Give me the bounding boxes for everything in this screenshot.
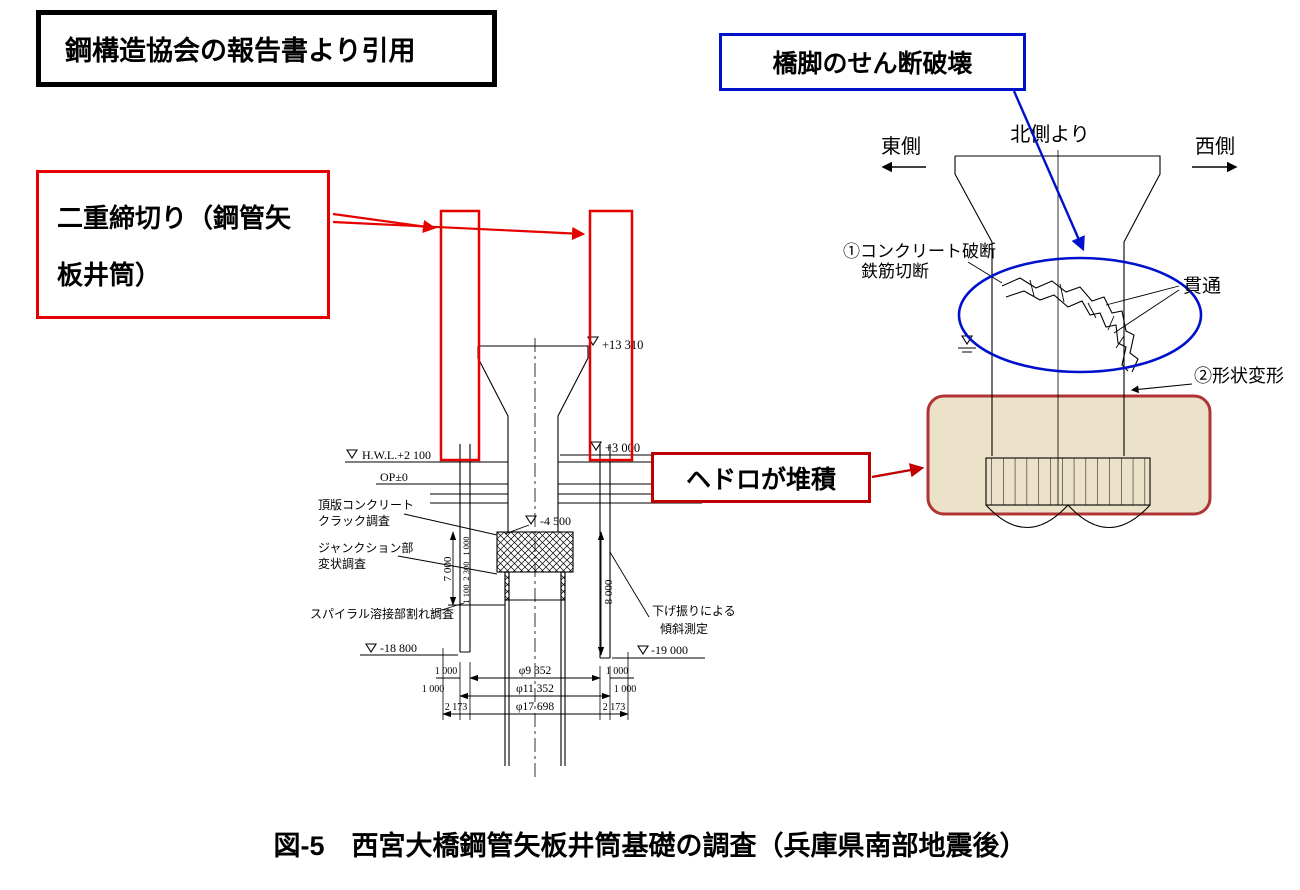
view-from-label: 北側より [1010, 123, 1090, 146]
crack-line-1 [1001, 277, 1139, 373]
dim-1000-l2: 1 000 [422, 684, 445, 695]
shear-failure-text: 橋脚のせん断破壊 [772, 50, 973, 78]
dim-1000-r2: 1 000 [614, 684, 637, 695]
deformation-arrow [1130, 383, 1193, 394]
leader-lines [397, 513, 650, 618]
sludge-arrow [871, 463, 925, 479]
top-slab-label-1: 頂版コンクリート [318, 498, 414, 512]
shape-deformation-label: ②形状変形 [1194, 366, 1284, 386]
dim-phi9352: φ9 352 [519, 665, 552, 677]
shear-failure-ellipse [957, 256, 1203, 374]
rebar-cut-label: 鉄筋切断 [861, 262, 929, 281]
elev-m18800-label: -18 800 [380, 641, 417, 655]
west-label: 西側 [1195, 135, 1235, 158]
dim-phi17698: φ17 698 [516, 701, 555, 713]
elevation-view-drawing: 北側より 東側 西側 ①コンクリート破断 鉄筋切断 貫通 ②形状変形 [843, 123, 1284, 528]
section-view-labels: +13 310 +3 000 H.W.L.+2 100 OP±0 -4 500 … [310, 338, 736, 713]
pier-elevation-outline [954, 155, 1161, 456]
figure-caption: 図-5 西宮大橋鋼管矢板井筒基礎の調査（兵庫県南部地震後） [273, 831, 1027, 861]
sludge-text: ヘドロが堆積 [685, 465, 836, 494]
shear-failure-callout: 橋脚のせん断破壊 [719, 33, 1026, 91]
through-crack-label: 貫通 [1183, 275, 1221, 297]
dim-1100-v: 1 100 [461, 584, 471, 603]
cofferdam-callout: 二重締切り（鋼管矢 板井筒） [36, 170, 330, 319]
dim-1000-r1: 1 000 [606, 666, 629, 677]
section-view-drawing [345, 336, 705, 780]
sheet-pile-left [459, 444, 471, 653]
dim-7000: 7 000 [442, 556, 454, 581]
cofferdam-highlight-right [588, 209, 634, 462]
op-label: OP±0 [380, 470, 408, 484]
crack-line-2 [1005, 290, 1129, 372]
spiral-weld-label: スパイラル溶接部割れ調査 [310, 606, 454, 621]
dim-phi11352: φ11 352 [516, 683, 554, 695]
source-note-box: 鋼構造協会の報告書より引用 [36, 10, 497, 87]
dim-1000-v: 1 000 [461, 536, 471, 555]
dim-8000: 8 000 [603, 579, 615, 604]
dim-2173-r: 2 173 [603, 702, 626, 713]
hwl-label: H.W.L.+2 100 [362, 448, 431, 462]
source-note-text: 鋼構造協会の報告書より引用 [65, 36, 416, 66]
east-label: 東側 [881, 135, 921, 158]
cofferdam-highlights [439, 209, 634, 462]
cofferdam-arrow-right [332, 220, 586, 241]
dim-2300-v: 2 300 [461, 561, 471, 580]
elev-m19000-label: -19 000 [651, 643, 688, 657]
elev-3000-label: +3 000 [605, 441, 640, 455]
dim-2173-l: 2 173 [445, 702, 468, 713]
elev-top-label: +13 310 [602, 338, 643, 352]
sludge-callout: ヘドロが堆積 [651, 452, 871, 503]
junction-label-1: ジャンクション部 [318, 540, 413, 555]
plumb-label-1: 下げ振りによる [652, 604, 736, 618]
top-slab-label-2: クラック調査 [318, 514, 390, 528]
plumb-label-2: 傾斜測定 [660, 621, 708, 636]
foundation-piles [985, 457, 1151, 506]
cofferdam-text-line1: 二重締切り（鋼管矢 [57, 202, 292, 233]
pier-outline [477, 345, 589, 532]
shear-failure-arrow [1012, 90, 1085, 252]
elev-m4500-label: -4 500 [540, 514, 571, 528]
junction-label-2: 変状調査 [318, 556, 366, 571]
sheet-pile-right [599, 444, 611, 659]
cofferdam-text-line2: 板井筒） [57, 259, 162, 290]
concrete-fracture-label: ①コンクリート破断 [843, 242, 996, 261]
cofferdam-highlight-left [439, 209, 481, 462]
dim-1000-l1: 1 000 [435, 666, 458, 677]
